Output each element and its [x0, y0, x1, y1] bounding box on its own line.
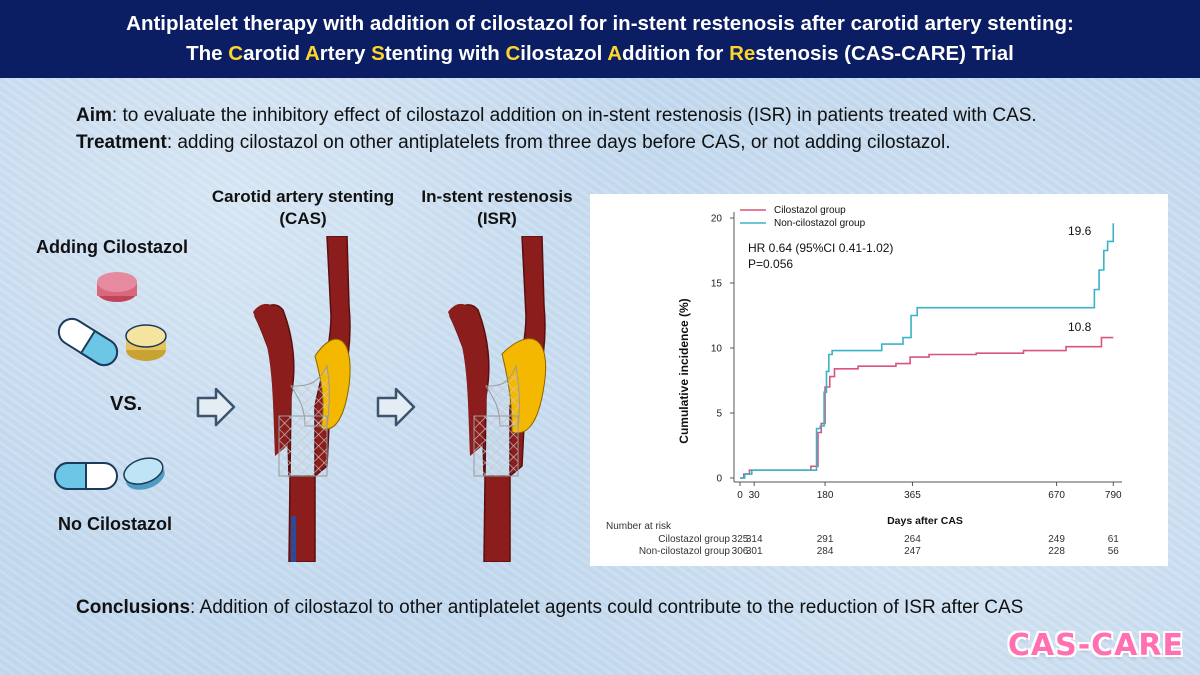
legend: Cilostazol group Non-cilostazol group — [740, 205, 866, 229]
y-tick-label: 15 — [711, 279, 723, 290]
yellow-tablet-icon — [125, 324, 167, 361]
adding-cilostazol-label: Adding Cilostazol — [36, 237, 188, 257]
risk-value: 314 — [746, 534, 763, 545]
cas-label: Carotid artery stenting (CAS) — [211, 187, 395, 228]
treatment-text: : adding cilostazol on other antiplatele… — [166, 132, 951, 153]
artery-cas-illustration — [253, 236, 351, 562]
conclusion: Conclusions: Addition of cilostazol to o… — [76, 597, 1023, 619]
blue-white-capsule-2-icon — [54, 462, 118, 490]
risk-value: 228 — [1048, 546, 1065, 557]
x-tick-label: 790 — [1105, 490, 1122, 501]
conclusion-text: : Addition of cilostazol to other antipl… — [190, 597, 1024, 618]
risk-value: 61 — [1108, 534, 1120, 545]
no-cilostazol-label: No Cilostazol — [58, 514, 173, 534]
arrow-right-2-icon — [376, 387, 416, 427]
aim-text: : to evaluate the inhibitory effect of c… — [111, 105, 1037, 126]
title-bar: Antiplatelet therapy with addition of ci… — [0, 0, 1200, 78]
risk-value: 264 — [904, 534, 921, 545]
arrow-right-icon — [196, 387, 236, 427]
cilostazol-curve — [740, 336, 1114, 479]
treatment-label: Treatment — [76, 132, 167, 153]
hr-annotation: HR 0.64 (95%CI 0.41-1.02) — [748, 241, 893, 255]
end-label-non-cilostazol: 19.6 — [1068, 224, 1092, 238]
kaplan-meier-chart: 0 5 10 15 20 0 30 180 365 670 790 Cumulative incid… — [606, 205, 1122, 557]
blue-white-capsule-icon — [57, 317, 119, 367]
pills-illustration — [54, 272, 167, 490]
risk-table-title: Number at risk — [606, 521, 672, 532]
risk-value: 301 — [746, 546, 763, 557]
aim-section: Aim: to evaluate the inhibitory effect o… — [76, 102, 1037, 156]
x-tick-label: 180 — [817, 490, 834, 501]
red-tablet-icon — [97, 272, 137, 302]
chart-axes: 0 5 10 15 20 0 30 180 365 670 790 — [711, 212, 1122, 501]
non-cilostazol-curve — [740, 223, 1115, 479]
risk-value: 306 — [732, 546, 749, 557]
chart-curves — [740, 223, 1115, 479]
x-tick-label: 30 — [749, 490, 761, 501]
cas-care-logo: CAS-CARE — [1007, 628, 1184, 663]
x-axis-label: Days after CAS — [887, 515, 963, 527]
vs-label: VS. — [110, 393, 143, 415]
x-tick-label: 0 — [737, 490, 743, 501]
legend-non-cilostazol: Non-cilostazol group — [774, 218, 866, 229]
x-tick-label: 670 — [1048, 490, 1065, 501]
risk-value: 291 — [817, 534, 834, 545]
legend-cilostazol: Cilostazol group — [774, 205, 846, 216]
chart-panel: 0 5 10 15 20 0 30 180 365 670 790 Cumulative incid… — [590, 194, 1168, 566]
risk-row-label: Cilostazol group — [658, 534, 730, 545]
y-tick-label: 0 — [716, 474, 722, 485]
risk-row-label: Non-cilostazol group — [639, 546, 731, 557]
risk-value: 325 — [732, 534, 749, 545]
conclusion-label: Conclusions — [76, 597, 191, 618]
risk-value: 247 — [904, 546, 921, 557]
y-tick-label: 10 — [711, 344, 723, 355]
risk-value: 284 — [817, 546, 834, 557]
end-label-cilostazol: 10.8 — [1068, 320, 1092, 334]
aim-label: Aim — [76, 105, 112, 126]
y-tick-label: 20 — [711, 214, 723, 225]
aim-line: Aim: to evaluate the inhibitory effect o… — [76, 102, 1037, 129]
x-tick-label: 365 — [904, 490, 921, 501]
risk-value: 56 — [1108, 546, 1120, 557]
artery-isr-illustration — [448, 236, 547, 562]
treatment-line: Treatment: adding cilostazol on other an… — [76, 129, 1037, 156]
risk-value: 249 — [1048, 534, 1065, 545]
isr-label: In-stent restenosis (ISR) — [421, 187, 573, 228]
y-tick-label: 5 — [716, 409, 722, 420]
light-blue-tablet-icon — [123, 457, 165, 490]
y-axis-label: Cumulative incidence (%) — [677, 298, 691, 443]
title-line-2: The Carotid Artery Stenting with Cilosta… — [186, 42, 1014, 65]
p-annotation: P=0.056 — [748, 257, 793, 271]
title-line-1: Antiplatelet therapy with addition of ci… — [126, 12, 1074, 35]
